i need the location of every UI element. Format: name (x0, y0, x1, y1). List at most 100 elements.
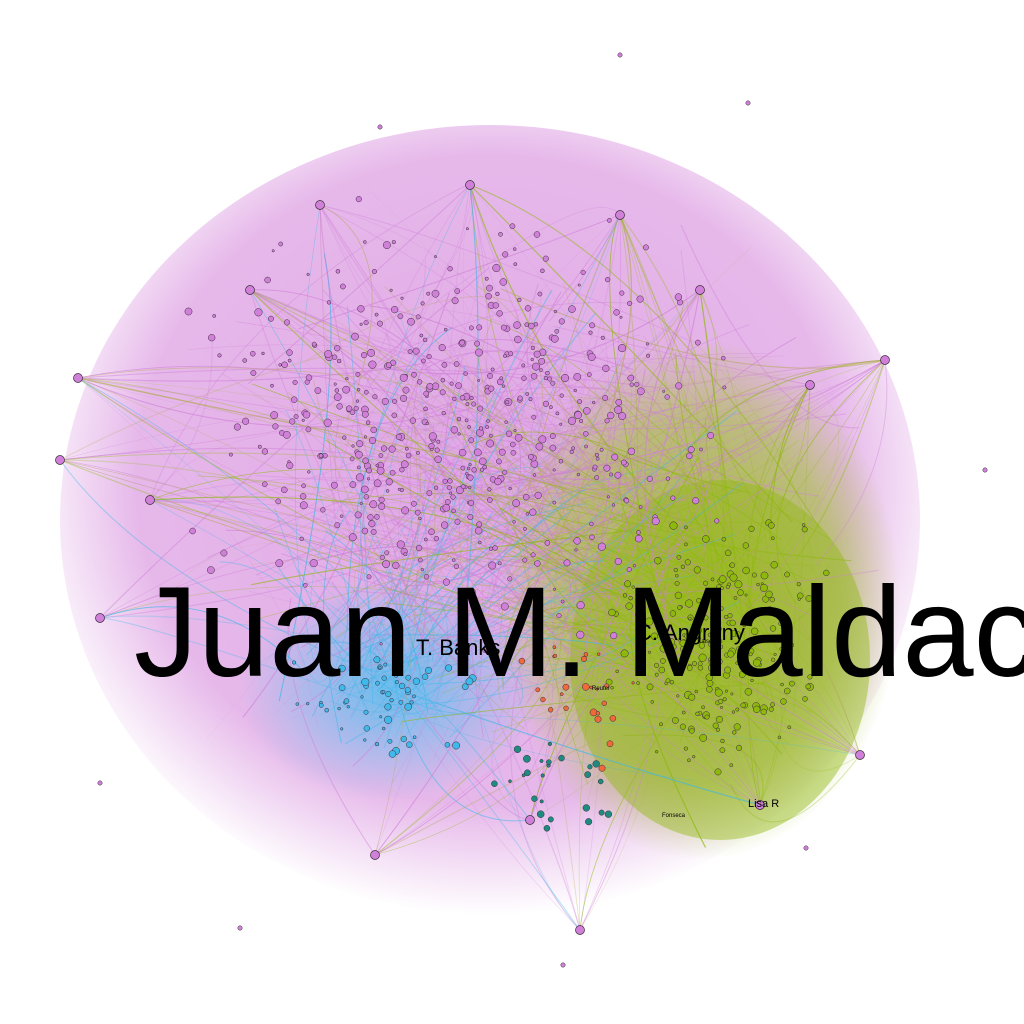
graph-edge (379, 260, 426, 467)
graph-node (518, 657, 526, 665)
graph-edge (362, 370, 577, 636)
graph-edge (345, 367, 669, 429)
graph-edge (382, 677, 400, 689)
hub-node (145, 495, 155, 505)
graph-node (454, 518, 461, 525)
graph-node (333, 393, 342, 401)
graph-node (389, 288, 393, 292)
outlier-node (745, 100, 751, 106)
graph-edge (352, 536, 500, 650)
graph-edge (77, 377, 568, 637)
graph-node (684, 542, 688, 547)
graph-edge (410, 524, 476, 632)
graph-node (708, 658, 716, 667)
graph-edge (529, 347, 580, 821)
graph-edge (466, 359, 886, 438)
graph-edge (368, 322, 600, 520)
graph-edge (391, 310, 427, 634)
graph-edge (719, 684, 861, 756)
graph-edge (249, 289, 702, 536)
graph-node (482, 464, 487, 470)
graph-edge (739, 384, 811, 699)
graph-node (698, 642, 706, 649)
graph-node (552, 468, 556, 472)
graph-node (760, 708, 767, 716)
graph-node (629, 382, 634, 387)
graph-node (495, 291, 500, 297)
graph-edge (462, 540, 561, 716)
graph-node (574, 411, 582, 420)
graph-edge (306, 503, 586, 656)
graph-edge (149, 499, 492, 529)
graph-node (377, 665, 382, 670)
graph-node (751, 627, 759, 635)
graph-edge (397, 713, 861, 756)
graph-edge (619, 214, 639, 664)
graph-node (484, 276, 489, 281)
graph-edge (526, 283, 550, 445)
graph-edge (481, 450, 705, 639)
graph-node (366, 574, 372, 580)
graph-node (592, 760, 600, 768)
graph-node (620, 459, 627, 466)
graph-node (665, 476, 670, 481)
graph-node (456, 416, 462, 422)
graph-edge (545, 214, 632, 560)
graph-edge (583, 384, 811, 571)
graph-node (778, 654, 786, 661)
graph-node (426, 353, 432, 360)
graph-edge (548, 214, 621, 322)
graph-node (403, 552, 408, 557)
graph-edge (297, 214, 621, 330)
graph-edge (335, 534, 736, 695)
graph-edge (460, 365, 521, 542)
graph-edge (492, 525, 861, 756)
graph-node (823, 569, 830, 577)
graph-edge (334, 417, 465, 667)
graph-node (642, 642, 647, 647)
graph-edge (374, 413, 419, 856)
graph-node (650, 632, 659, 640)
graph-node (547, 707, 554, 713)
graph-node (694, 339, 701, 346)
graph-edge (688, 336, 813, 574)
graph-node (268, 315, 274, 322)
graph-node (533, 322, 538, 327)
graph-edge (377, 488, 586, 693)
graph-edge (699, 289, 728, 517)
graph-edge (291, 447, 437, 712)
graph-edge (492, 599, 739, 733)
graph-edge (444, 463, 750, 609)
graph-node (562, 683, 570, 691)
graph-node (365, 420, 371, 425)
graph-node (646, 683, 654, 691)
graph-edge (334, 289, 701, 639)
graph-node (594, 715, 602, 723)
graph-node (513, 321, 521, 329)
graph-node (660, 658, 666, 664)
graph-node (396, 540, 405, 549)
graph-node (699, 447, 703, 452)
graph-node (626, 566, 632, 573)
graph-node (283, 319, 291, 326)
graph-edge (647, 525, 680, 679)
graph-node (250, 370, 257, 376)
graph-node (547, 816, 554, 823)
hub-node (805, 380, 815, 390)
graph-node (389, 469, 396, 476)
graph-node (426, 382, 434, 390)
graph-node (399, 373, 408, 382)
graph-node (292, 660, 297, 665)
graph-edge (472, 431, 782, 541)
graph-edge (466, 531, 811, 616)
graph-node (711, 648, 719, 657)
graph-edge (548, 214, 621, 322)
graph-node (615, 669, 619, 674)
graph-edge (579, 469, 670, 931)
graph-node (293, 414, 299, 419)
graph-node (687, 758, 691, 763)
graph-node (381, 690, 386, 694)
graph-edge (416, 628, 687, 650)
graph-edge (507, 604, 723, 673)
graph-node (220, 549, 228, 557)
